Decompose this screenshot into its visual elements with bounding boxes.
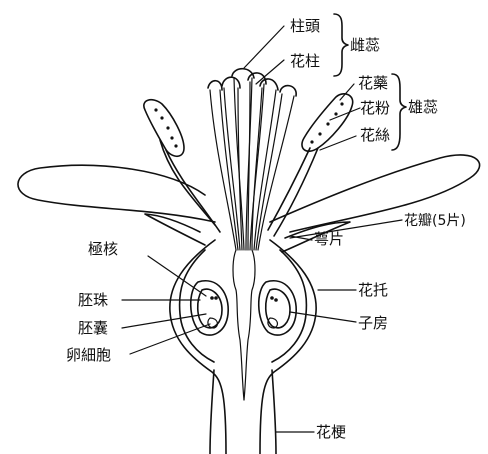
label-petal: 花瓣(5片) [404, 213, 466, 229]
receptacle-outline-right [260, 240, 316, 454]
label-pedicel: 花梗 [316, 423, 346, 441]
pedicel [210, 370, 214, 454]
label-stigma: 柱頭 [290, 17, 320, 35]
label-embryo-sac: 胚囊 [78, 319, 108, 337]
label-polar-nuclei: 極核 [88, 240, 118, 258]
label-receptacle: 花托 [358, 281, 388, 299]
stamen-bracket [392, 74, 406, 150]
left-petal [18, 165, 215, 222]
label-stamen: 雄蕊 [408, 98, 438, 116]
label-ovary: 子房 [358, 314, 388, 332]
receptacle-outline-left [170, 240, 226, 454]
pistil-bracket [334, 14, 348, 76]
label-pistil: 雌蕊 [350, 36, 380, 54]
label-anther: 花藥 [358, 74, 388, 92]
label-style: 花柱 [290, 52, 320, 70]
label-ovule: 胚珠 [78, 291, 108, 309]
label-filament: 花絲 [360, 126, 390, 144]
label-egg-cell: 卵細胞 [66, 346, 111, 364]
right-filament [268, 148, 310, 230]
right-ovule [259, 281, 296, 335]
label-pollen: 花粉 [360, 99, 390, 117]
label-sepal: 萼片 [314, 230, 344, 248]
pistil-bundle [208, 69, 296, 250]
left-anther [144, 100, 184, 157]
